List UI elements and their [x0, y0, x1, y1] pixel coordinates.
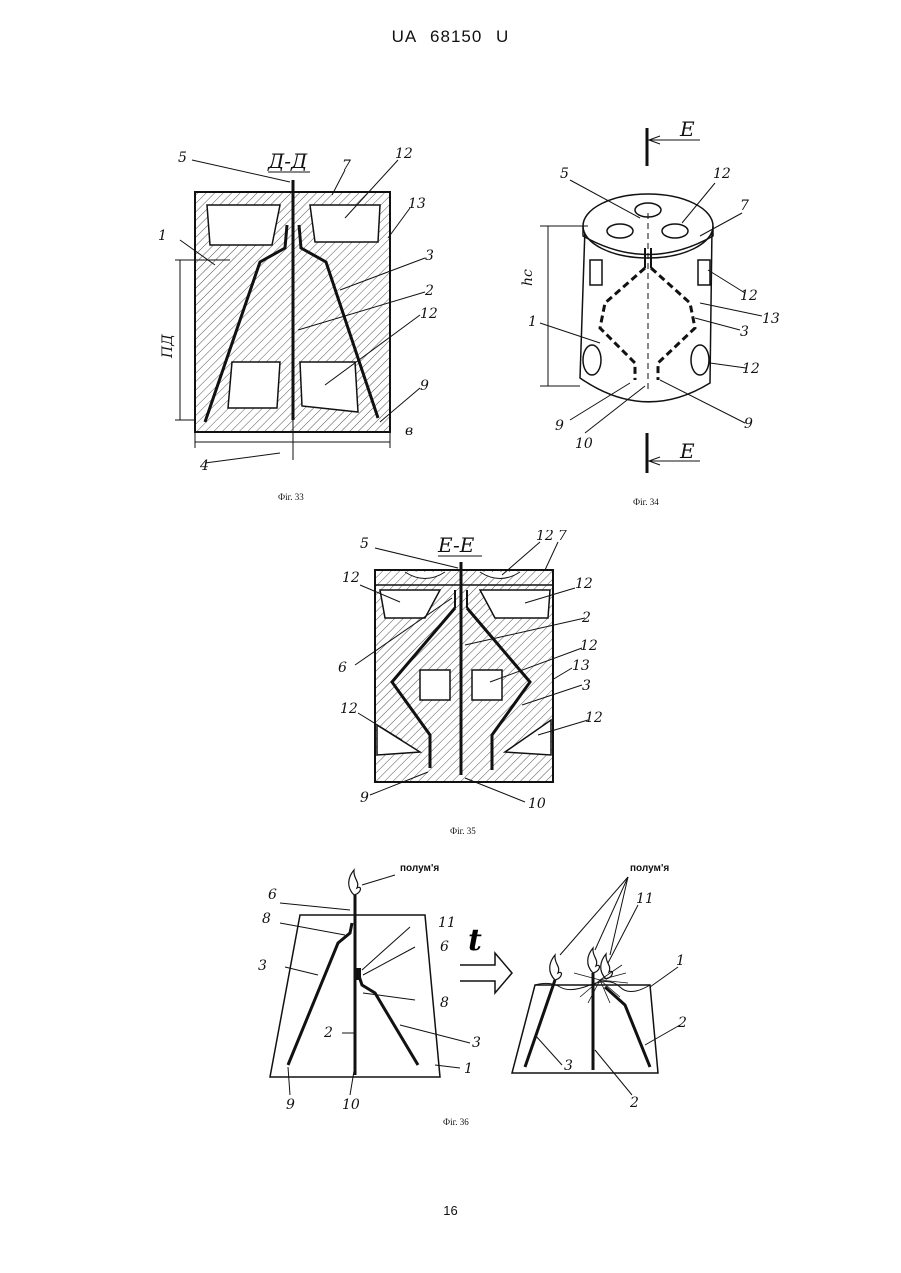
- flame-icon: [588, 948, 600, 973]
- label-1: 1: [158, 228, 167, 244]
- label-3: 3: [258, 958, 267, 974]
- label-3: 3: [564, 1058, 573, 1074]
- label-8: 8: [440, 995, 449, 1011]
- cavity-12-top-right: [310, 205, 380, 242]
- label-12: 12: [420, 306, 438, 322]
- label-2: 2: [677, 1015, 687, 1031]
- label-5: 5: [360, 536, 369, 552]
- figure-36-drawing: полум'я полум'я t 6 8 11 6 3 8 2 3 1 9 1…: [250, 855, 710, 1115]
- page-number: 16: [0, 1203, 901, 1218]
- label-12: 12: [395, 146, 413, 162]
- label-4: 4: [199, 458, 209, 474]
- time-symbol: t: [468, 923, 482, 958]
- label-10: 10: [575, 436, 593, 452]
- label-7: 7: [342, 158, 351, 174]
- flame-label-left: полум'я: [400, 863, 439, 874]
- label-9: 9: [286, 1097, 295, 1113]
- figure-34-caption: Фіг. 34: [633, 497, 659, 507]
- label-12: 12: [340, 701, 358, 717]
- label-10: 10: [528, 796, 546, 812]
- label-12: 12: [585, 710, 603, 726]
- figure-33-drawing: Д-Д 5 7 12 13 1 3 2 12 9 ПД в 4: [150, 130, 440, 480]
- label-12: 12: [342, 570, 360, 586]
- label-8: 8: [262, 911, 271, 927]
- label-3: 3: [582, 678, 591, 694]
- label-12: 12: [742, 361, 760, 377]
- cavity-12-bottom-right: [300, 362, 358, 412]
- patent-number-header: UA 68150 U: [0, 27, 901, 47]
- label-3: 3: [425, 248, 434, 264]
- label-6: 6: [268, 887, 277, 903]
- flame-icon: [550, 955, 562, 980]
- label-9: 9: [420, 378, 429, 394]
- time-arrow: [460, 953, 512, 993]
- label-5: 5: [178, 150, 187, 166]
- label-11: 11: [636, 891, 654, 907]
- label-2: 2: [424, 283, 434, 299]
- label-12: 12: [740, 288, 758, 304]
- figure-36-caption: Фіг. 36: [443, 1117, 469, 1127]
- label-1: 1: [464, 1061, 473, 1077]
- flame-label-right: полум'я: [630, 863, 669, 874]
- label-2: 2: [323, 1025, 333, 1041]
- label-2: 2: [581, 610, 591, 626]
- section-label-dd: Д-Д: [267, 149, 308, 173]
- label-5: 5: [560, 166, 569, 182]
- label-13: 13: [572, 658, 590, 674]
- label-11: 11: [438, 915, 456, 931]
- label-7: 7: [558, 530, 567, 544]
- label-9: 9: [360, 790, 369, 806]
- figure-34-drawing: E E 5 12 7 hc 12 13 1 3 12 9 10 9: [510, 118, 800, 483]
- label-12: 12: [536, 530, 554, 544]
- label-7: 7: [740, 198, 749, 214]
- label-1: 1: [676, 953, 685, 969]
- dimension-label-b: в: [405, 423, 413, 439]
- label-6: 6: [440, 939, 449, 955]
- section-mark-e-top: E: [679, 118, 695, 141]
- dimension-label-pd: ПД: [160, 334, 176, 359]
- label-2: 2: [629, 1095, 639, 1111]
- label-13: 13: [762, 311, 780, 327]
- cavity-12-bottom-left: [228, 362, 280, 408]
- cavity-12-top-left: [207, 205, 280, 245]
- dimension-label-hc: hc: [520, 269, 536, 286]
- section-mark-e-bottom: E: [679, 439, 695, 463]
- top-hole-12: [607, 224, 633, 238]
- label-12: 12: [713, 166, 731, 182]
- figure-35-caption: Фіг. 35: [450, 826, 476, 836]
- figure-35-drawing: E-E 5 12 7 12 12 2 6 12 13 3 12 12 9 10: [330, 530, 610, 820]
- section-label-ee: E-E: [437, 533, 475, 557]
- label-12: 12: [575, 576, 593, 592]
- label-9: 9: [555, 418, 564, 434]
- label-9: 9: [744, 416, 753, 432]
- label-13: 13: [408, 196, 426, 212]
- label-10: 10: [342, 1097, 360, 1113]
- top-hole-12: [662, 224, 688, 238]
- label-3: 3: [740, 324, 749, 340]
- label-6: 6: [338, 660, 347, 676]
- figure-33-caption: Фіг. 33: [278, 492, 304, 502]
- flame-icon: [349, 870, 361, 895]
- label-12: 12: [580, 638, 598, 654]
- label-1: 1: [528, 314, 537, 330]
- label-3: 3: [472, 1035, 481, 1051]
